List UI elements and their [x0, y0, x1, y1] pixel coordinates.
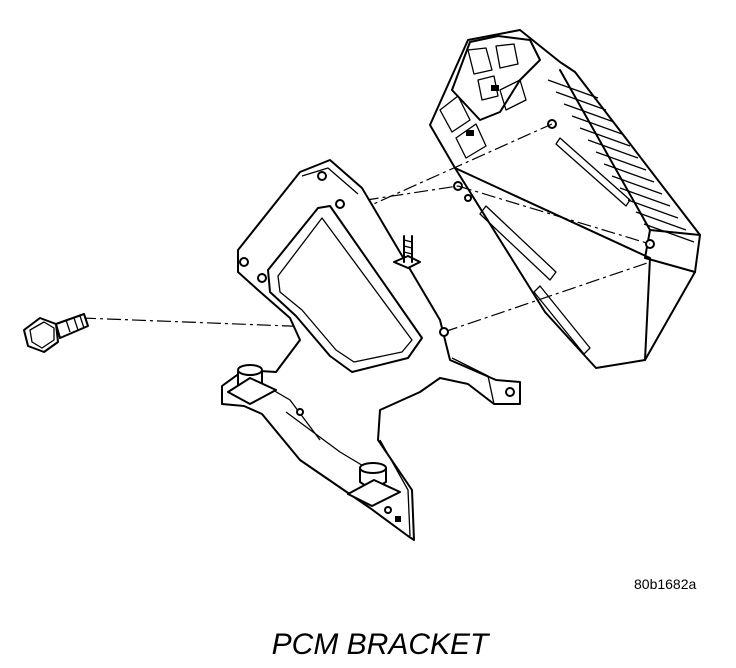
stud-icon: [227, 235, 421, 507]
bolt-icon: [23, 313, 89, 353]
figure-caption: PCM BRACKET: [271, 628, 489, 661]
heat-sink-fins-icon: [547, 69, 701, 273]
reference-code: 80b1682a: [634, 576, 697, 592]
pcm-module-icon: [429, 29, 701, 369]
